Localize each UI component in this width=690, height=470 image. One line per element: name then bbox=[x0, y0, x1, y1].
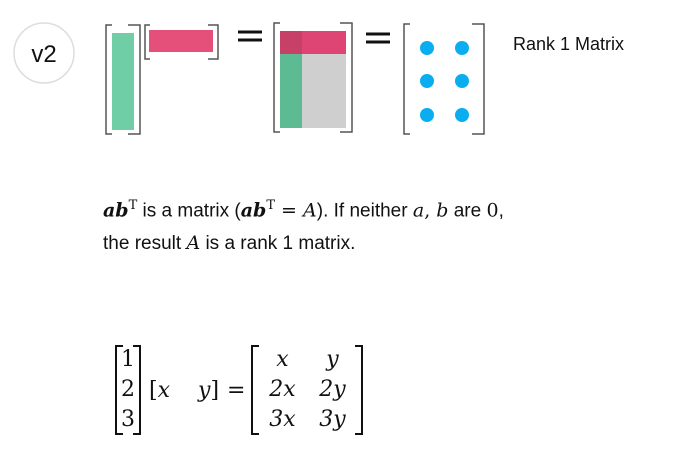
b-var: b bbox=[436, 199, 449, 222]
equals: = bbox=[227, 377, 246, 403]
cell: 1 bbox=[121, 347, 135, 372]
description: abT is a matrix (abT = A). If neither a,… bbox=[103, 190, 504, 260]
text: are bbox=[448, 200, 487, 222]
equals-sign-1 bbox=[238, 30, 262, 42]
version-badge: v2 bbox=[13, 22, 75, 84]
a-var: a bbox=[412, 199, 425, 222]
dot-matrix bbox=[403, 23, 485, 135]
cell: 3 bbox=[121, 407, 135, 432]
text: , bbox=[498, 200, 504, 222]
cell: 2x bbox=[269, 377, 296, 402]
result-matrix: x y 2x 2y 3x 3y bbox=[251, 345, 364, 435]
title-label: Rank 1 Matrix bbox=[513, 34, 625, 54]
equals: = bbox=[275, 199, 304, 222]
ab-symbol: ab bbox=[240, 199, 267, 222]
product-matrix bbox=[273, 22, 353, 133]
column-vector bbox=[105, 24, 141, 135]
transpose-sup: T bbox=[266, 198, 276, 213]
a-symbol: A bbox=[186, 232, 201, 255]
cell: y bbox=[326, 347, 339, 372]
comma: , bbox=[424, 199, 437, 222]
column-vector-example: 1 2 3 bbox=[115, 345, 141, 435]
zero: 0 bbox=[486, 199, 499, 222]
cell: x bbox=[276, 347, 289, 372]
cell: x bbox=[157, 377, 171, 403]
a-symbol: A bbox=[303, 199, 317, 222]
cell: 3y bbox=[319, 407, 346, 432]
cell: 2y bbox=[319, 377, 346, 402]
text: is a matrix ( bbox=[137, 200, 241, 222]
transpose-sup: T bbox=[128, 198, 138, 213]
cell: 3x bbox=[269, 407, 296, 432]
text: is a rank 1 matrix. bbox=[200, 233, 356, 255]
text: ). If neither bbox=[316, 200, 413, 222]
ab-symbol: ab bbox=[103, 199, 129, 222]
cell: 2 bbox=[121, 377, 135, 402]
equals-sign-2 bbox=[366, 32, 390, 44]
rank1-diagram: v2 bbox=[13, 22, 485, 135]
text: the result bbox=[103, 233, 187, 255]
cell: y bbox=[198, 377, 211, 403]
row-vector bbox=[144, 24, 219, 60]
badge-text: v2 bbox=[31, 41, 56, 68]
